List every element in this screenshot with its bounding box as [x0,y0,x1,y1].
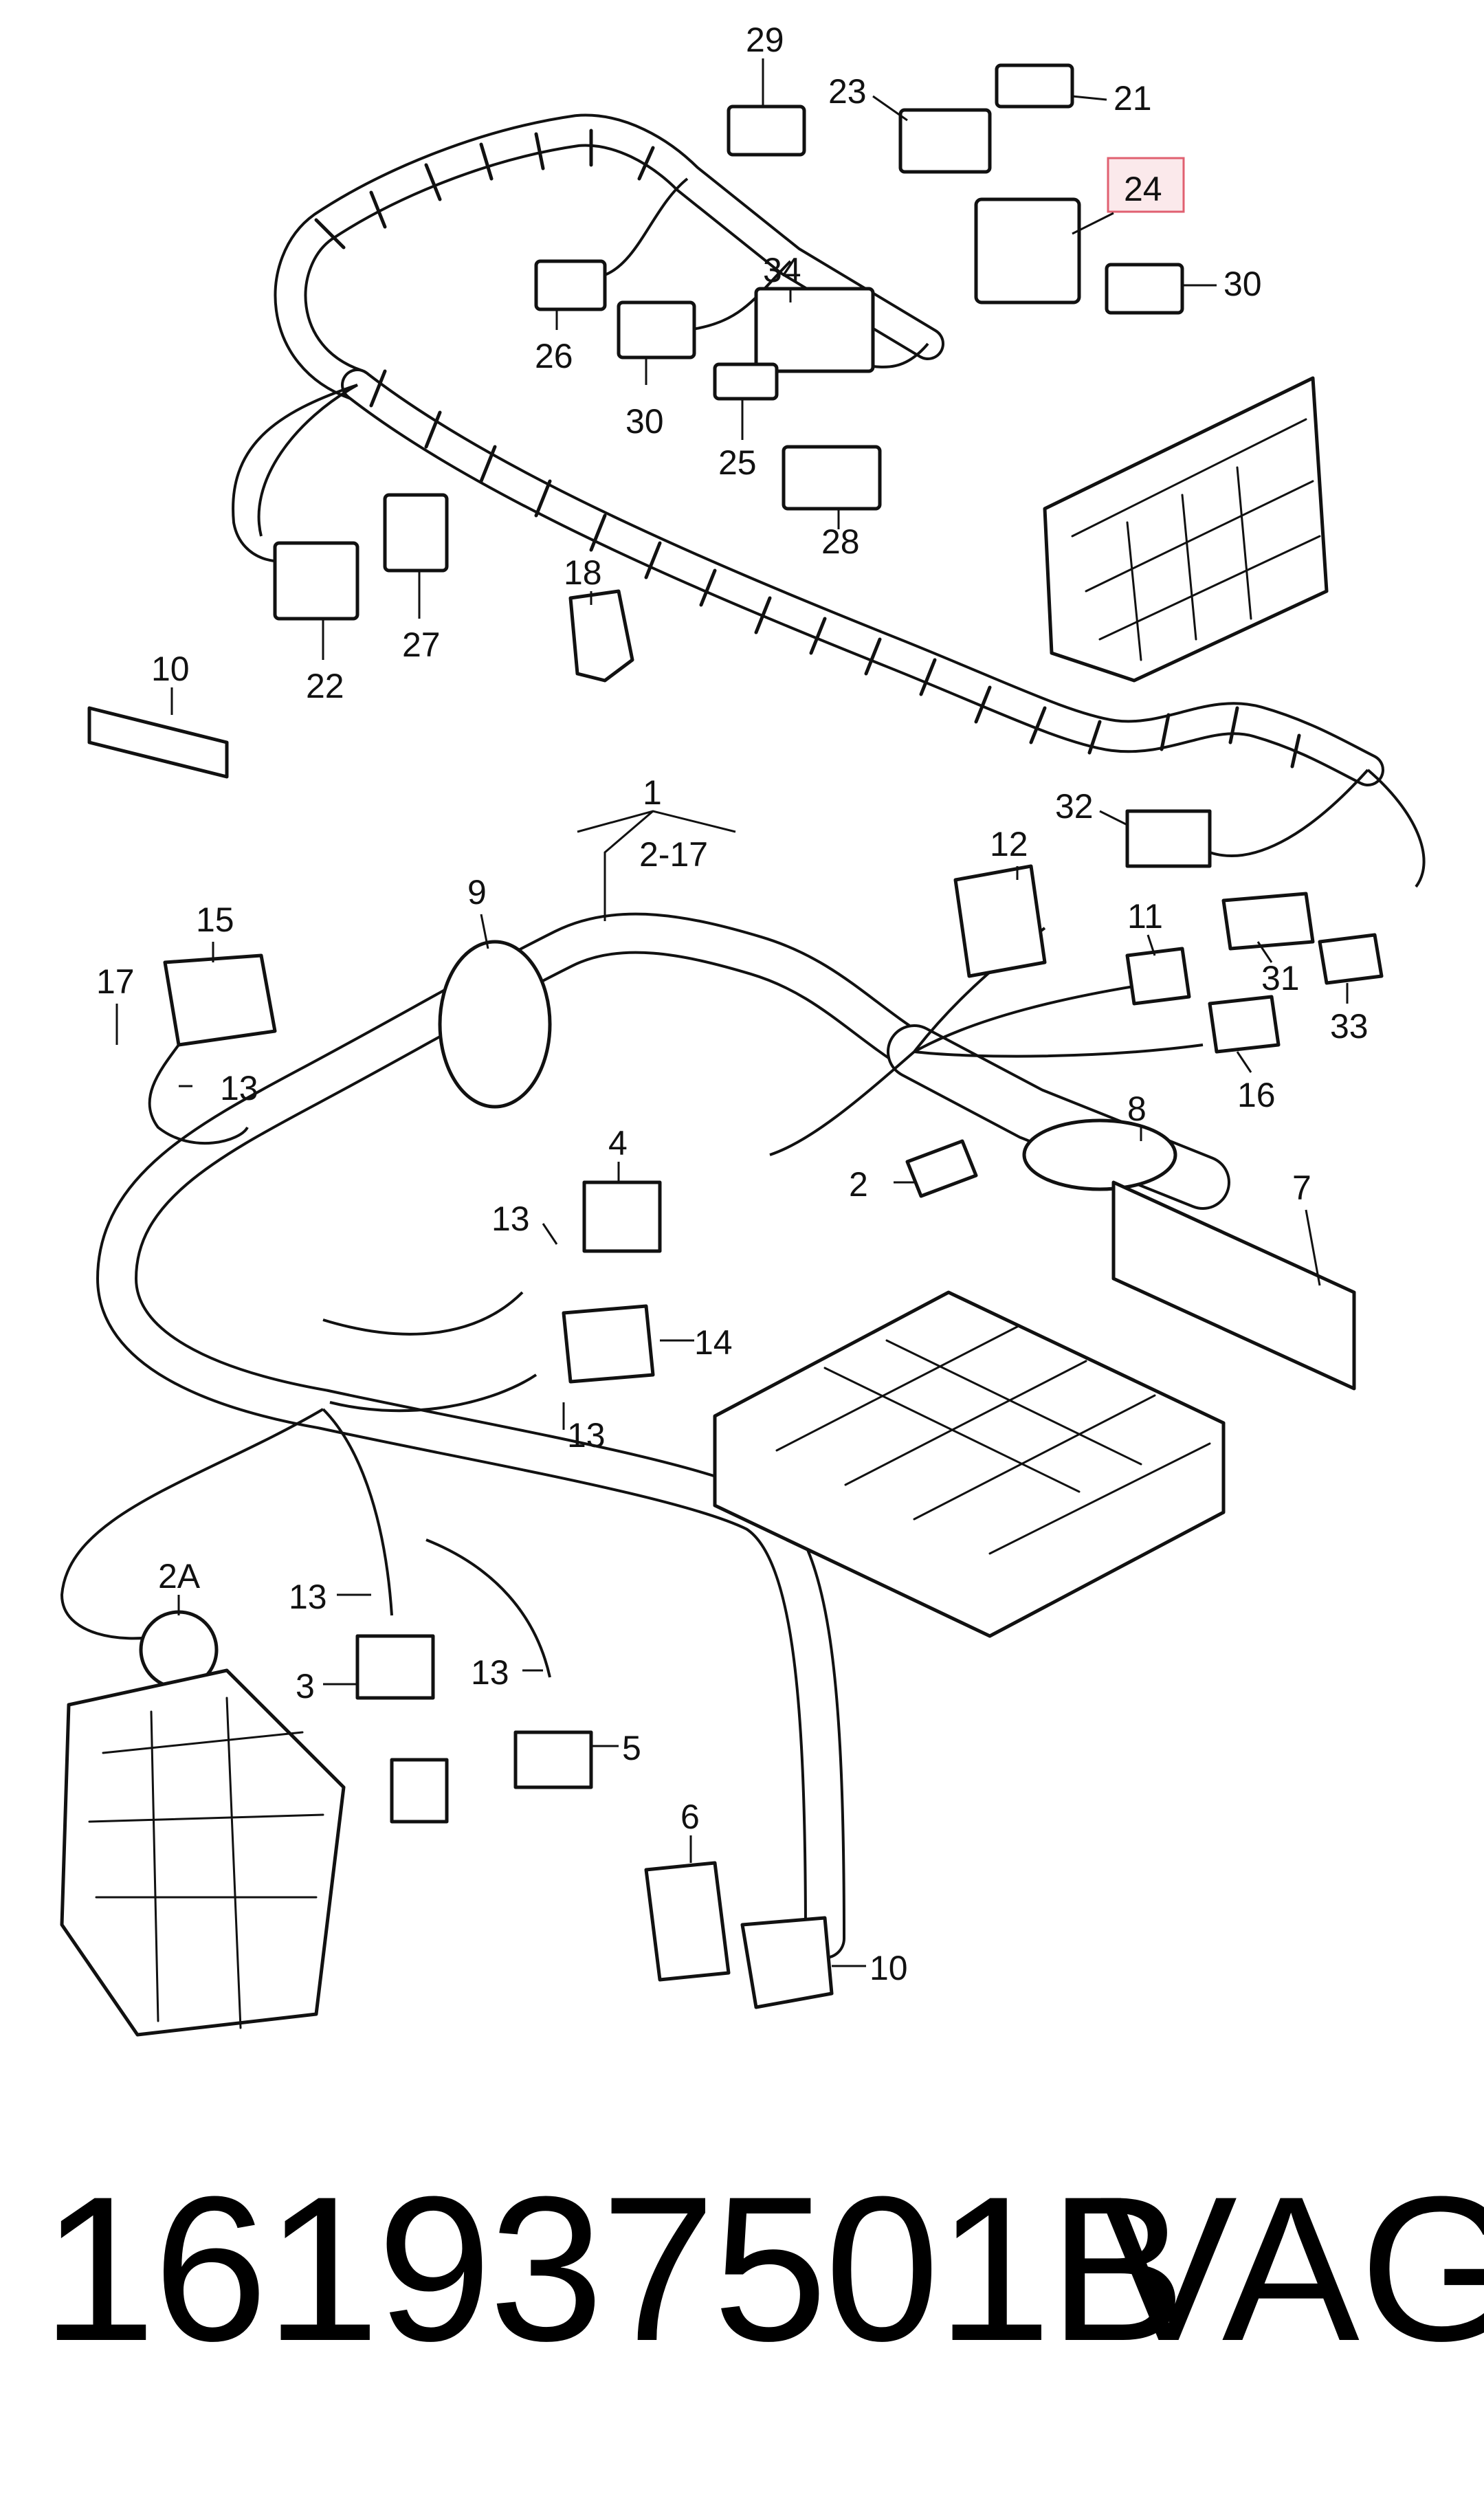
connector-27 [383,493,449,573]
callout-6: 6 [680,1798,700,1836]
sleeve-8 [1022,1118,1177,1191]
callout-21: 21 [1114,79,1152,118]
callout-13a: 13 [220,1069,258,1107]
connector-3 [355,1634,435,1700]
connector-16 [1208,995,1281,1054]
callout-31: 31 [1261,959,1300,997]
callout-27: 27 [402,626,441,664]
callout-13b: 13 [491,1200,530,1238]
lower-harness [60,809,1384,2037]
callout-8: 8 [1127,1090,1147,1128]
ecu-bracket-7 [1111,1180,1356,1391]
callout-11: 11 [1127,897,1163,936]
upper-harness [232,113,1426,888]
connector-22 [273,541,359,621]
cable-tie-2 [905,1139,978,1198]
callout-labels: 29 23 21 24 30 34 26 30 25 28 27 22 18 1… [96,21,1369,1987]
callout-13c: 13 [567,1416,606,1455]
callout-10b: 10 [870,1949,908,1987]
connector-5 [513,1730,593,1789]
connector-6 [644,1861,731,1982]
connector-28 [782,445,882,511]
part-number: 161937501B [41,2153,1186,2384]
callout-4: 4 [608,1124,628,1162]
callout-30b: 30 [625,402,664,441]
callout-2A: 2A [158,1557,201,1595]
callout-2: 2 [849,1165,868,1204]
callout-14: 14 [694,1323,733,1362]
connector-34 [754,287,875,373]
grommet-10b [740,1916,834,2009]
connector-30a [1105,263,1184,315]
connector-11 [1125,947,1191,1006]
callout-33: 33 [1330,1007,1369,1046]
grommet-9 [438,940,552,1109]
callout-16: 16 [1237,1076,1276,1114]
transmission [60,1668,346,2037]
connector-29 [727,104,806,157]
callout-23: 23 [828,72,867,111]
callout-13e: 13 [471,1653,509,1692]
leader-lines [115,58,1349,1967]
callout-18: 18 [564,553,602,592]
callout-12: 12 [990,825,1028,863]
callout-25: 25 [718,443,757,482]
connector-32 [1125,809,1212,868]
callout-15: 15 [196,901,234,939]
callout-26: 26 [535,337,573,375]
connector-24 [974,197,1081,305]
callout-30a: 30 [1223,265,1262,303]
callout-17: 17 [96,962,135,1001]
callout-7: 7 [1292,1169,1311,1207]
upper-connectors [87,63,1329,779]
control-unit [713,1290,1226,1638]
connector-15 [163,953,277,1047]
callout-9: 9 [467,873,487,912]
callout-5: 5 [622,1729,641,1767]
connector-12 [953,864,1047,978]
connector-33 [1318,933,1384,985]
callout-29: 29 [746,21,784,59]
callout-28: 28 [821,522,860,561]
sensor-3 [390,1758,449,1824]
callout-32: 32 [1055,787,1094,826]
connector-30b [617,300,696,360]
callout-24: 24 [1124,170,1162,208]
callout-34: 34 [763,251,801,289]
connector-14 [562,1304,655,1384]
connector-31 [1221,892,1315,951]
callout-10a: 10 [151,650,190,688]
bracket-10a [87,706,229,779]
highlight-box-24 [1107,157,1185,213]
connector-26 [534,259,607,311]
bracket-18 [568,589,634,683]
callout-22: 22 [306,667,344,705]
callout-13d: 13 [289,1578,327,1616]
callout-2-17: 2-17 [639,835,708,874]
connector-23 [898,108,992,174]
connector-21 [995,63,1074,109]
connector-25 [713,362,779,401]
callout-3: 3 [296,1667,315,1705]
callout-1: 1 [643,773,662,812]
connector-4 [582,1180,662,1253]
brand-name: VAG [1100,2153,1484,2384]
